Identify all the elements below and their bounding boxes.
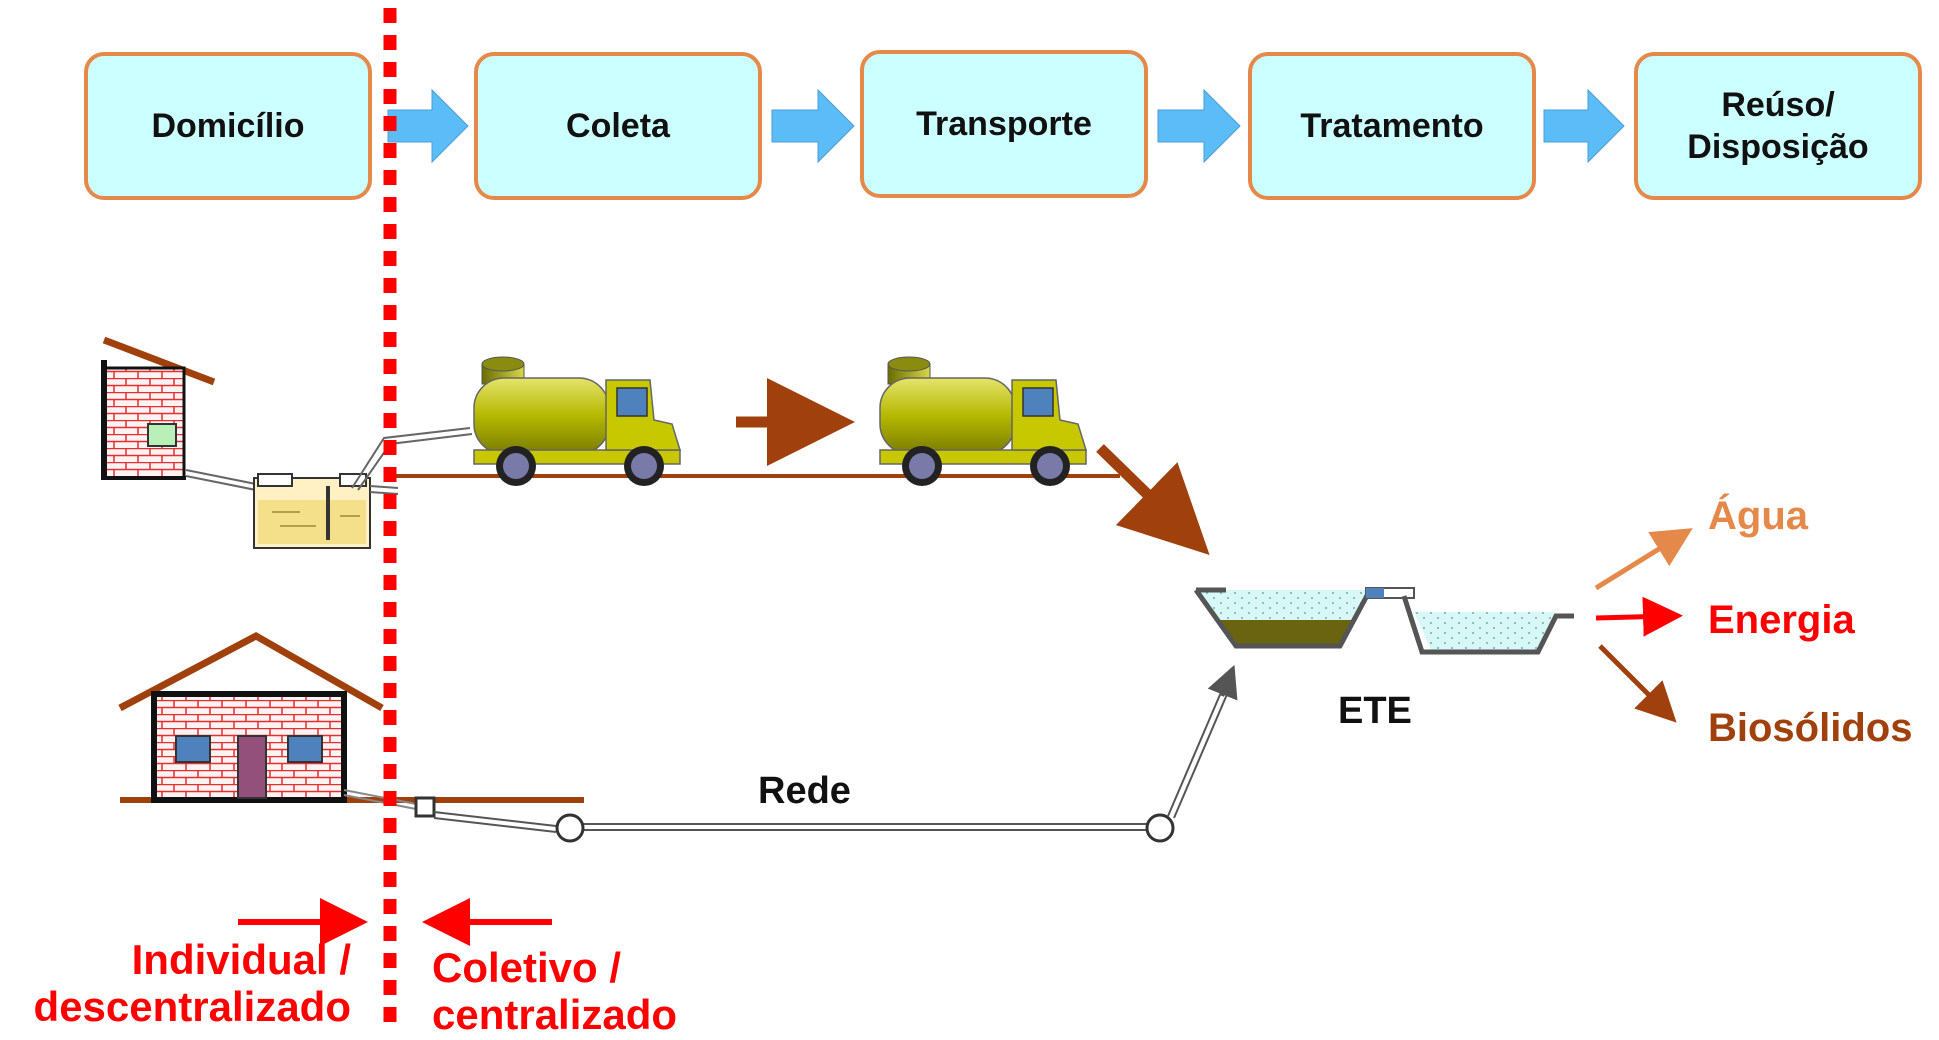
output-label-biosolidos: Biosólidos — [1708, 706, 1913, 750]
ete-treatment-plant-icon — [1193, 587, 1574, 655]
output-label-energia: Energia — [1708, 598, 1855, 642]
stage-box-tratamento: Tratamento — [1248, 52, 1536, 200]
septic-tank-icon — [253, 473, 399, 549]
large-house-icon — [118, 632, 384, 803]
house-to-septic-pipe — [185, 469, 257, 491]
rede-label: Rede — [758, 770, 851, 812]
manhole-1 — [555, 813, 585, 843]
flow-arrow-4 — [1543, 88, 1625, 164]
flow-arrow-1 — [387, 88, 469, 164]
water-output-arrow — [1594, 528, 1693, 591]
transport-truck-icon — [879, 356, 1087, 487]
coletivo-label: Coletivo / centralizado — [432, 944, 678, 1039]
stage-box-domicilio: Domicílio — [84, 52, 372, 200]
collection-truck-icon — [473, 356, 681, 487]
stage-flow-arrows — [387, 88, 1625, 164]
flow-arrow-3 — [1157, 88, 1241, 164]
biosolids-output-arrow — [1598, 644, 1677, 723]
house-connection-box — [414, 796, 436, 818]
output-label-agua: Água — [1708, 494, 1808, 538]
energy-output-arrow — [1595, 596, 1683, 637]
network-to-ete-arrowhead — [1207, 664, 1238, 701]
flow-arrow-2 — [771, 88, 855, 164]
stage-box-transporte: Transporte — [860, 50, 1148, 198]
truck-to-ete-arrow — [1096, 444, 1210, 556]
ete-label: ETE — [1338, 690, 1412, 732]
small-house-icon — [101, 336, 216, 480]
stage-box-reuso-disposicao: Reúso/ Disposição — [1634, 52, 1922, 200]
manhole-2 — [1145, 813, 1175, 843]
stage-box-coleta: Coleta — [474, 52, 762, 200]
sewer-network — [343, 664, 1238, 843]
individual-label: Individual / descentralizado — [33, 936, 351, 1031]
